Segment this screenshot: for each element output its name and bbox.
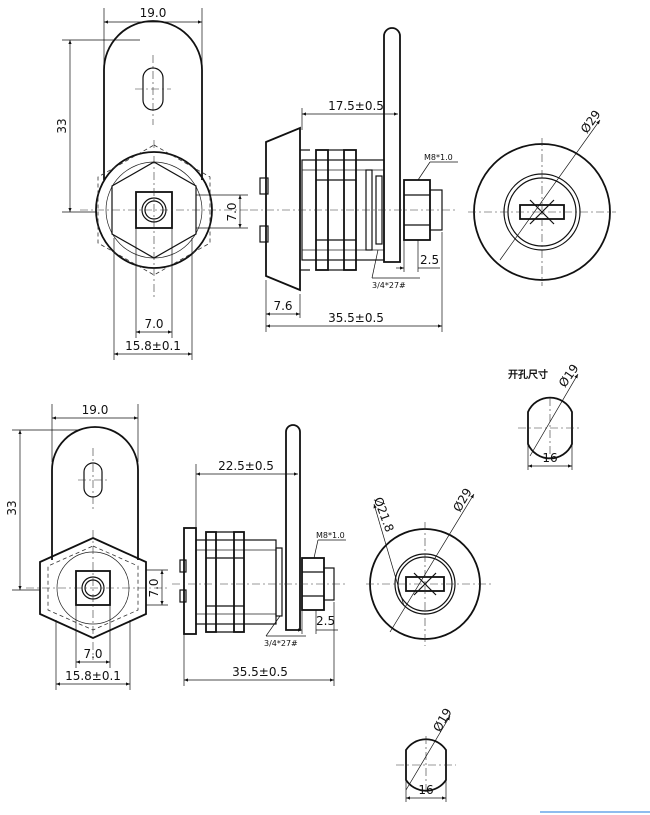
side-2-thread: M8*1.0 (316, 531, 345, 540)
drawing-2: 19.0 33 7.0 7.0 15.8±0.1 (5, 403, 650, 813)
end-2-diameter: Ø29 (450, 486, 474, 514)
end-view-1: Ø29 (468, 108, 616, 286)
side-1-thread: M8*1.0 (424, 153, 453, 162)
cutout-1-diameter: Ø19 (556, 362, 582, 390)
front-1-height: 33 (55, 118, 69, 133)
side-2-nut-len: 2.5 (316, 614, 335, 628)
drawing-1: 19.0 33 7.0 7.0 15.8±0.1 (55, 6, 616, 470)
front-1-flange: 15.8±0.1 (125, 339, 181, 353)
side-view-2: 22.5±0.5 M8*1.0 2.5 3/4*27# 35.5±0.5 (172, 424, 346, 686)
front-1-hex-gap: 7.0 (225, 202, 239, 221)
side-1-lever-offset: 17.5±0.5 (328, 99, 384, 113)
cutout-2: Ø19 16 (396, 706, 456, 802)
front-1-width: 19.0 (140, 6, 167, 20)
front-2-height: 33 (5, 500, 19, 515)
side-2-lever-offset: 22.5±0.5 (218, 459, 274, 473)
front-2-flange: 15.8±0.1 (65, 669, 121, 683)
side-2-length: 35.5±0.5 (232, 665, 288, 679)
front-2-width: 19.0 (82, 403, 109, 417)
side-1-face: 7.6 (273, 299, 292, 313)
cutout-1: 开孔尺寸 Ø19 16 (508, 362, 582, 470)
front-2-bore: 7.0 (83, 647, 102, 661)
front-view-2: 19.0 33 7.0 7.0 15.8±0.1 (5, 403, 170, 690)
front-1-bore: 7.0 (144, 317, 163, 331)
side-1-pitch: 3/4*27# (372, 281, 406, 290)
side-2-pitch: 3/4*27# (264, 639, 298, 648)
end-view-2: Ø21.8 Ø29 (366, 486, 492, 646)
front-view-1: 19.0 33 7.0 7.0 15.8±0.1 (55, 6, 250, 360)
front-2-hex-gap: 7.0 (147, 578, 161, 597)
side-view-1: 17.5±0.5 M8*1.0 2.5 3/4*27# 7.6 35.5±0.5 (250, 27, 458, 332)
cutout-label: 开孔尺寸 (508, 368, 548, 381)
side-1-length: 35.5±0.5 (328, 311, 384, 325)
cutout-1-flat: 16 (542, 451, 557, 465)
cutout-2-diameter: Ø19 (430, 706, 454, 734)
end-2-inner-diameter: Ø21.8 (371, 495, 397, 534)
side-1-nut-len: 2.5 (420, 253, 439, 267)
end-1-diameter: Ø29 (578, 108, 604, 136)
cutout-2-flat: 16 (418, 783, 433, 797)
